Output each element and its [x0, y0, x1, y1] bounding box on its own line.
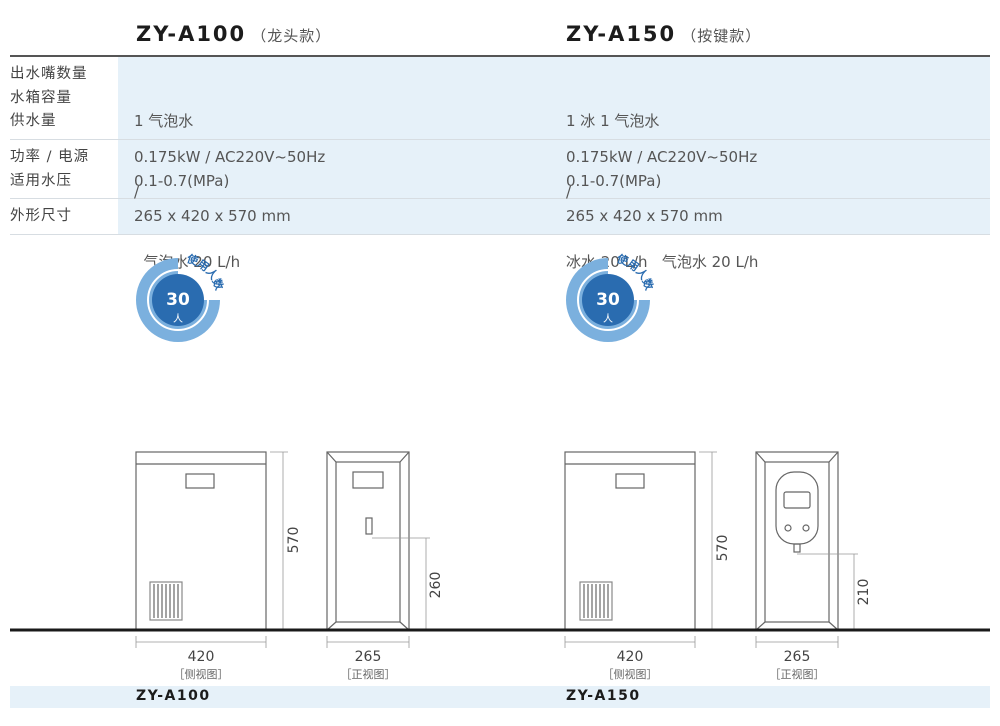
- front-width-right: 265: [783, 649, 811, 665]
- footer-model-left: ZY-A100: [136, 688, 211, 704]
- faucet-icon-left: [365, 517, 373, 535]
- front-view-drawing-left: [326, 451, 410, 631]
- tap-height-dim-left: 260: [428, 572, 444, 599]
- front-view-label-left: ［正视图］: [340, 668, 396, 681]
- spec-divider-1: [10, 139, 990, 140]
- badge-number-right: 30: [596, 290, 620, 310]
- height-dim-right: 570: [715, 535, 731, 562]
- spec-value-left-power: 0.175kW / AC220V~50Hz: [134, 148, 326, 166]
- header-right: ZY-A150 （按键款）: [566, 22, 761, 46]
- spec-row-3-left: 265 x 420 x 570 mm: [134, 205, 291, 229]
- model-variant-left: （龙头款）: [251, 27, 332, 45]
- spec-value-right-power: 0.175kW / AC220V~50Hz: [566, 148, 758, 166]
- spec-value-right-pressure: 0.1-0.7(MPa): [566, 171, 662, 190]
- spec-divider-2: [10, 198, 990, 199]
- spec-label-power: 功率 / 电源: [10, 149, 90, 165]
- header-left: ZY-A100 （龙头款）: [136, 22, 331, 46]
- side-width-right: 420: [616, 649, 644, 665]
- spec-value-left-outlets: 1 气泡水: [134, 112, 194, 130]
- spec-value-left-dimensions: 265 x 420 x 570 mm: [134, 207, 291, 225]
- spec-value-left-tank: /: [134, 182, 140, 201]
- front-view-label-right: ［正视图］: [769, 668, 825, 681]
- spec-label-pressure: 适用水压: [10, 172, 72, 189]
- spec-value-right-dimensions: 265 x 420 x 570 mm: [566, 207, 723, 225]
- side-view-drawing-left: [135, 451, 267, 631]
- spec-label-dimensions: 外形尺寸: [10, 208, 72, 224]
- spec-row-2-right: 0.175kW / AC220V~50Hz 0.1-0.7(MPa): [566, 146, 757, 193]
- model-variant-right: （按键款）: [681, 27, 762, 45]
- spec-row-3-labels: 外形尺寸: [10, 205, 72, 229]
- vent-grille-left: [149, 581, 183, 621]
- spec-value-right-tank: /: [566, 182, 572, 201]
- spec-band-row-3: [118, 199, 990, 234]
- spec-band-row-2: [118, 140, 990, 198]
- spec-value-left-pressure: 0.1-0.7(MPa): [134, 171, 230, 190]
- badge-unit-left: 人: [173, 313, 183, 325]
- side-view-drawing-right: [564, 451, 696, 631]
- tap-height-dim-right: 210: [856, 579, 872, 606]
- model-name-left: ZY-A100: [136, 22, 247, 46]
- height-dim-left: 570: [286, 527, 302, 554]
- spec-label-supply: 供水量: [10, 113, 57, 129]
- side-view-label-left: ［侧视图］: [173, 668, 229, 681]
- header-rule: [10, 55, 990, 57]
- badge-unit-right: 人: [603, 313, 613, 325]
- vent-grille-right: [579, 581, 613, 621]
- model-name-right: ZY-A150: [566, 22, 677, 46]
- footer-model-right: ZY-A150: [566, 688, 641, 704]
- badge-number-left: 30: [166, 290, 190, 310]
- front-width-left: 265: [354, 649, 382, 665]
- user-count-badge-left: 30 人 使用人数: [136, 251, 227, 342]
- spec-value-right-outlets: 1 冰 1 气泡水: [566, 112, 660, 130]
- spec-row-3-right: 265 x 420 x 570 mm: [566, 205, 723, 229]
- technical-drawings: 570 260 570 210: [10, 451, 990, 648]
- spec-label-outlets: 出水嘴数量: [10, 66, 88, 82]
- side-view-label-right: ［侧视图］: [602, 668, 658, 681]
- spec-row-2-labels: 功率 / 电源 适用水压: [10, 146, 89, 193]
- side-width-left: 420: [187, 649, 215, 665]
- footer-band: [10, 686, 990, 708]
- spout-icon-right: [793, 543, 801, 553]
- spec-row-1-labels: 出水嘴数量 水箱容量 供水量: [10, 63, 88, 134]
- front-view-drawing-right: [755, 451, 839, 631]
- spec-divider-3: [10, 234, 990, 235]
- spec-band-row-1: [118, 57, 990, 139]
- user-count-badge-right: 30 人 使用人数: [566, 251, 657, 342]
- spec-label-tank: 水箱容量: [10, 89, 72, 106]
- spec-row-2-left: 0.175kW / AC220V~50Hz 0.1-0.7(MPa): [134, 146, 325, 193]
